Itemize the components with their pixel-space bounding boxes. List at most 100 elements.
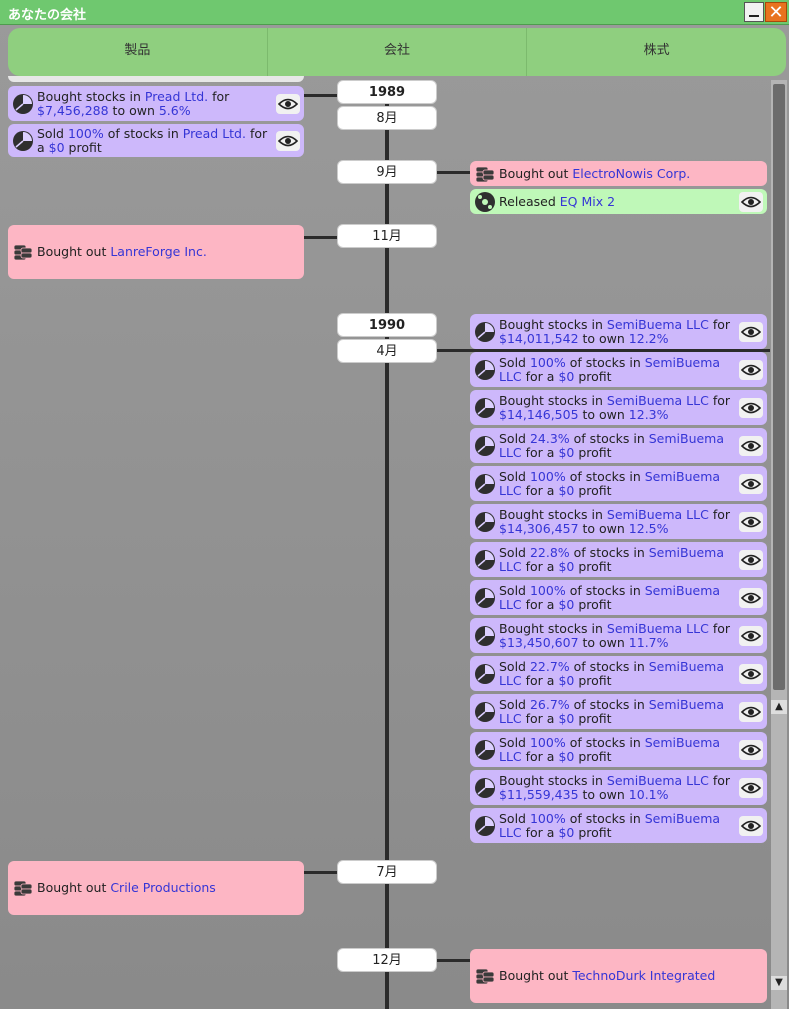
pie-chart-icon (474, 663, 496, 685)
view-eye-icon[interactable] (739, 777, 763, 798)
view-eye-icon[interactable] (739, 625, 763, 646)
event-link[interactable]: $0 (558, 824, 575, 840)
month-marker: 12月 (337, 948, 437, 972)
event-link[interactable]: LanreForge Inc. (110, 244, 207, 259)
event-link[interactable]: $0 (558, 710, 575, 726)
event-link[interactable]: $0 (48, 139, 65, 155)
event-link[interactable]: $0 (558, 444, 575, 460)
event-link[interactable]: $14,306,457 (499, 520, 579, 536)
event-text-part: for (708, 506, 731, 522)
event-link[interactable]: 100% (529, 582, 566, 598)
event-link[interactable]: 100% (529, 354, 566, 370)
event-link[interactable]: $14,146,505 (499, 406, 579, 422)
event-link[interactable]: Crile Productions (110, 880, 216, 895)
event-link[interactable]: SemiBuema LLC (606, 506, 709, 522)
event-link[interactable]: 12.2% (628, 330, 669, 346)
event-link[interactable]: $0 (558, 596, 575, 612)
event-link[interactable]: Pread Ltd. (182, 125, 246, 141)
event-link[interactable]: 10.1% (628, 786, 669, 802)
view-eye-icon[interactable] (739, 191, 763, 212)
event-link[interactable]: 22.7% (529, 658, 570, 674)
event-text-part: profit (574, 482, 612, 498)
timeline-connector (304, 236, 338, 239)
minimize-button[interactable] (744, 2, 764, 22)
scrollbar-thumb[interactable] (773, 84, 785, 690)
event-link[interactable]: SemiBuema LLC (606, 772, 709, 788)
scroll-down-arrow[interactable]: ▼ (771, 976, 787, 990)
scroll-up-arrow[interactable]: ▲ (771, 700, 787, 714)
view-eye-icon[interactable] (739, 663, 763, 684)
event-link[interactable]: $7,456,288 (37, 102, 109, 118)
event-link[interactable]: $14,011,542 (499, 330, 579, 346)
view-eye-icon[interactable] (276, 93, 300, 114)
event-link[interactable]: $0 (558, 558, 575, 574)
event-link[interactable]: SemiBuema LLC (499, 430, 725, 460)
event-link[interactable]: 5.6% (158, 102, 191, 118)
event-link[interactable]: 100% (529, 734, 566, 750)
event-link[interactable]: SemiBuema LLC (499, 354, 721, 384)
event-link[interactable]: EQ Mix 2 (559, 193, 616, 209)
view-eye-icon[interactable] (739, 701, 763, 722)
event-text-part: Sold (499, 544, 530, 560)
event-link[interactable]: 22.8% (529, 544, 570, 560)
view-eye-icon[interactable] (739, 321, 763, 342)
event-text: Sold 100% of stocks in Pread Ltd. for a … (37, 125, 270, 155)
view-eye-icon[interactable] (739, 549, 763, 570)
view-eye-icon[interactable] (739, 739, 763, 760)
event-card: Bought stocks in SemiBuema LLC for $14,3… (470, 504, 767, 539)
event-text-part: of stocks in (569, 430, 649, 446)
event-text-part: for a (521, 558, 559, 574)
event-text: Bought stocks in SemiBuema LLC for $13,4… (499, 620, 733, 650)
event-link[interactable]: $0 (558, 672, 575, 688)
tab-products[interactable]: 製品 (8, 28, 268, 76)
event-text-part: for a (37, 125, 268, 155)
event-link[interactable]: SemiBuema LLC (499, 810, 721, 840)
event-link[interactable]: 12.5% (628, 520, 669, 536)
event-link[interactable]: $13,450,607 (499, 634, 579, 650)
view-eye-icon[interactable] (739, 511, 763, 532)
event-link[interactable]: ElectroNowis Corp. (572, 165, 691, 181)
event-link[interactable]: SemiBuema LLC (606, 392, 709, 408)
close-button[interactable]: ✕ (765, 2, 787, 22)
event-link[interactable]: SemiBuema LLC (606, 316, 709, 332)
event-card: Bought stocks in Pread Ltd. for $7,456,2… (8, 86, 304, 121)
tab-company[interactable]: 会社 (268, 28, 528, 76)
view-eye-icon[interactable] (276, 130, 300, 151)
event-link[interactable]: SemiBuema LLC (499, 696, 725, 726)
event-text-part: for (708, 772, 731, 788)
event-link[interactable]: 12.3% (628, 406, 669, 422)
event-text-part: profit (574, 596, 612, 612)
view-eye-icon[interactable] (739, 473, 763, 494)
event-text-part: to own (578, 330, 629, 346)
event-link[interactable]: 26.7% (529, 696, 570, 712)
event-link[interactable]: $0 (558, 482, 575, 498)
tab-stocks[interactable]: 株式 (643, 43, 670, 58)
event-text-part: Sold (499, 810, 530, 826)
event-link[interactable]: SemiBuema LLC (606, 620, 709, 636)
pie-chart-icon (474, 625, 496, 647)
event-link[interactable]: Pread Ltd. (144, 88, 209, 104)
view-eye-icon[interactable] (739, 435, 763, 456)
event-link[interactable]: $11,559,435 (499, 786, 579, 802)
event-text: Bought out ElectroNowis Corp. (499, 165, 767, 181)
event-link[interactable]: 100% (529, 468, 566, 484)
event-link[interactable]: 11.7% (628, 634, 669, 650)
event-link[interactable]: $0 (558, 748, 575, 764)
event-text-part: to own (578, 634, 629, 650)
event-link[interactable]: SemiBuema LLC (499, 734, 721, 764)
event-link[interactable]: SemiBuema LLC (499, 658, 725, 688)
event-link[interactable]: 100% (529, 810, 566, 826)
event-link[interactable]: SemiBuema LLC (499, 582, 721, 612)
event-link[interactable]: 24.3% (529, 430, 570, 446)
view-eye-icon[interactable] (739, 587, 763, 608)
event-text-part: of stocks in (565, 810, 645, 826)
event-link[interactable]: TechnoDurk Integrated (572, 968, 716, 983)
view-eye-icon[interactable] (739, 359, 763, 380)
event-link[interactable]: $0 (558, 368, 575, 384)
event-link[interactable]: SemiBuema LLC (499, 544, 725, 574)
event-link[interactable]: 100% (67, 125, 104, 141)
event-text-part: Bought out (37, 244, 111, 259)
view-eye-icon[interactable] (739, 815, 763, 836)
event-link[interactable]: SemiBuema LLC (499, 468, 721, 498)
view-eye-icon[interactable] (739, 397, 763, 418)
